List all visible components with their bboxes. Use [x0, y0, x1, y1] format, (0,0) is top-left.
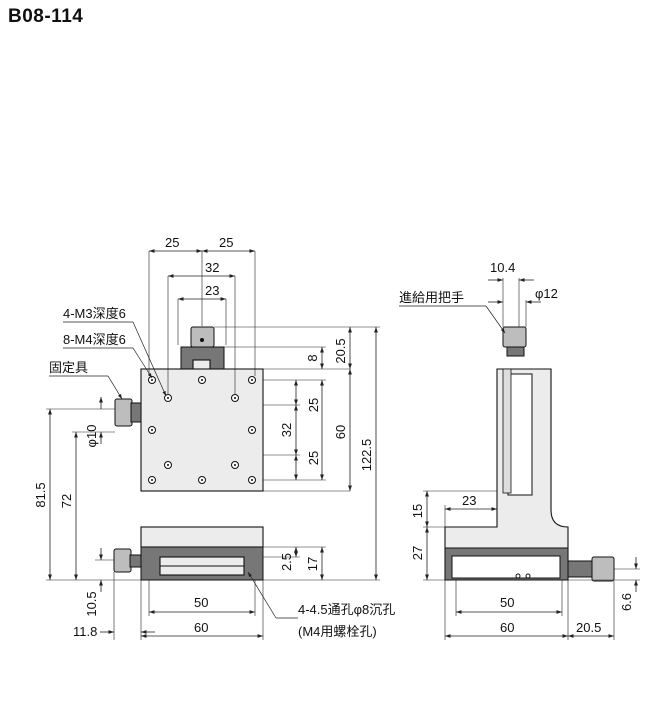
dim-left-72: 72 [59, 494, 74, 508]
side-dim-6-6: 6.6 [619, 593, 634, 611]
dim-right-25b: 25 [306, 451, 321, 465]
clamp-knob-icon [114, 398, 133, 427]
dim-top-25a: 25 [165, 235, 179, 250]
dim-right-2-5: 2.5 [279, 553, 294, 571]
label-bolt-holes: (M4用螺栓孔) [298, 624, 377, 639]
side-dim-20-5: 20.5 [576, 620, 601, 635]
dim-top-32: 32 [205, 260, 219, 275]
front-view: 25 25 32 23 20.5 8 25 32 25 60 122 [33, 235, 395, 640]
dim-left-11-8: 11.8 [73, 624, 97, 639]
side-dim-10-4: 10.4 [490, 260, 515, 275]
dim-bottom-60: 60 [194, 620, 208, 635]
vertical-scale [507, 373, 533, 496]
side-view: 10.4 φ12 進給用把手 23 15 27 6.6 50 60 [399, 260, 640, 640]
label-m4-holes: 8-M4深度6 [63, 332, 126, 347]
dim-top-23: 23 [205, 283, 219, 298]
label-feed-handle: 進給用把手 [399, 290, 464, 305]
side-dim-27: 27 [410, 546, 425, 560]
dim-right-60: 60 [333, 425, 348, 439]
horizontal-scale [451, 555, 561, 579]
dim-right-25a: 25 [306, 398, 321, 412]
dim-right-32: 32 [279, 423, 294, 437]
dim-right-20-5: 20.5 [333, 338, 348, 363]
dim-left-81-5: 81.5 [33, 482, 48, 507]
dim-left-10-5: 10.5 [84, 591, 99, 616]
side-dim-60: 60 [500, 620, 514, 635]
lower-body [140, 526, 264, 548]
side-dim-23: 23 [462, 493, 476, 508]
label-clamp: 固定具 [49, 360, 88, 375]
upper-table [140, 368, 264, 492]
feed-handle-icon [502, 326, 527, 348]
label-m3-holes: 4-M3深度6 [63, 306, 126, 321]
dim-top-25b: 25 [219, 235, 233, 250]
base-clamp-icon [113, 548, 132, 573]
side-dim-15: 15 [410, 504, 425, 518]
dim-right-122-5: 122.5 [359, 439, 374, 472]
dim-right-8: 8 [305, 354, 320, 361]
dim-left-phi10: φ10 [84, 425, 99, 448]
feed-knob-icon [190, 326, 215, 348]
dim-bottom-50: 50 [194, 595, 208, 610]
model-title: B08-114 [8, 6, 84, 27]
side-clamp-icon [591, 556, 615, 582]
side-dim-phi12: φ12 [535, 286, 558, 301]
dim-right-17: 17 [305, 557, 320, 571]
label-through-holes: 4-4.5通孔φ8沉孔 [298, 602, 395, 617]
side-dim-50: 50 [500, 595, 514, 610]
table-holes [148, 376, 256, 484]
